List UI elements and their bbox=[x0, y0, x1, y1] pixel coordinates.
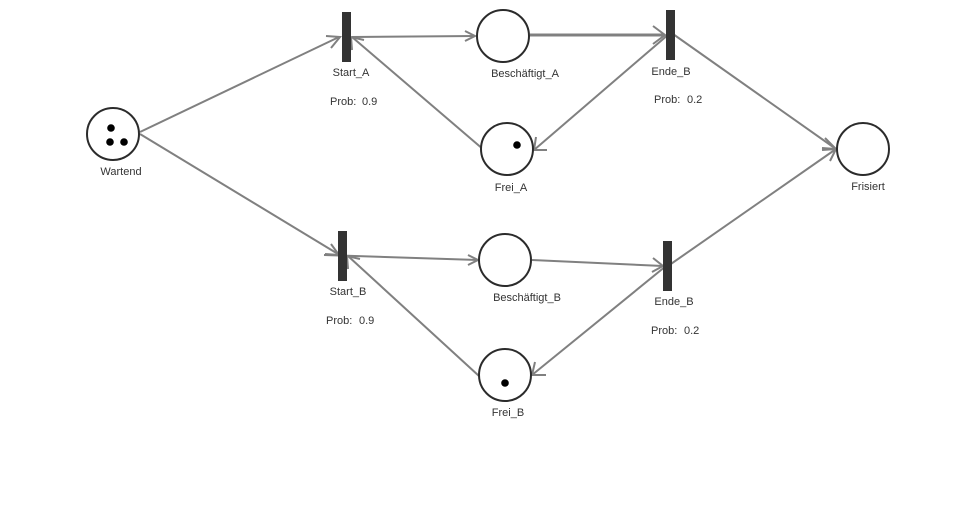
arc-wartend-start-b[interactable] bbox=[139, 133, 339, 255]
prob-label: Prob: bbox=[326, 315, 352, 327]
place-circle[interactable] bbox=[86, 107, 140, 161]
transition-label: Ende_B bbox=[651, 66, 690, 78]
arc-ende-a-frisiert[interactable] bbox=[672, 33, 837, 150]
place-label: Frei_A bbox=[495, 182, 528, 194]
transition-label: Ende_B bbox=[654, 296, 693, 308]
arc-ende-b-frisiert[interactable] bbox=[667, 148, 837, 267]
transition-start-b[interactable]: Start_B Prob: 0.9 bbox=[326, 231, 374, 327]
arrowhead-icon bbox=[652, 25, 667, 45]
arrowhead-icon bbox=[325, 35, 342, 49]
place-beschaeftigt-b[interactable]: Beschäftigt_B bbox=[478, 233, 561, 304]
transition-bar[interactable] bbox=[666, 10, 675, 60]
place-circle[interactable] bbox=[836, 122, 890, 176]
place-frei-a[interactable]: Frei_A bbox=[480, 122, 534, 194]
prob-label: Prob: bbox=[654, 94, 680, 106]
transition-bar[interactable] bbox=[663, 241, 672, 291]
transition-bar[interactable] bbox=[342, 12, 351, 62]
transition-start-a[interactable]: Start_A Prob: 0.9 bbox=[330, 12, 377, 108]
transition-ende-a[interactable]: Ende_B Prob: 0.2 bbox=[651, 10, 702, 106]
arcs bbox=[139, 25, 839, 377]
transition-label: Start_A bbox=[333, 67, 370, 79]
prob-value: 0.9 bbox=[359, 315, 374, 327]
token bbox=[501, 379, 509, 387]
place-label: Frisiert bbox=[851, 181, 885, 193]
token bbox=[513, 141, 521, 149]
place-label: Wartend bbox=[100, 166, 141, 178]
arc-start-a-beschaeftigt-a[interactable] bbox=[351, 35, 476, 38]
place-label: Beschäftigt_A bbox=[491, 68, 560, 80]
token bbox=[107, 124, 115, 132]
transition-label: Start_B bbox=[330, 286, 367, 298]
transition-ende-b[interactable]: Ende_B Prob: 0.2 bbox=[651, 241, 699, 337]
arc-ende-b-frei-b[interactable] bbox=[531, 265, 667, 376]
arc-wartend-start-a[interactable] bbox=[139, 36, 340, 133]
prob-value: 0.2 bbox=[684, 325, 699, 337]
place-frisiert[interactable]: Frisiert bbox=[836, 122, 890, 193]
prob-label: Prob: bbox=[651, 325, 677, 337]
place-label: Frei_B bbox=[492, 407, 524, 419]
place-beschaeftigt-a[interactable]: Beschäftigt_A bbox=[476, 9, 560, 80]
token bbox=[106, 138, 114, 146]
arc-beschaeftigt-b-ende-b[interactable] bbox=[531, 259, 664, 267]
place-frei-b[interactable]: Frei_B bbox=[478, 348, 532, 419]
place-label: Beschäftigt_B bbox=[493, 292, 561, 304]
arrowhead-icon bbox=[464, 30, 478, 42]
place-wartend[interactable]: Wartend bbox=[86, 107, 142, 178]
arc-frei-b-start-b[interactable] bbox=[347, 255, 480, 377]
prob-value: 0.2 bbox=[687, 94, 702, 106]
place-circle[interactable] bbox=[478, 233, 532, 287]
place-circle[interactable] bbox=[480, 122, 534, 176]
place-circle[interactable] bbox=[476, 9, 530, 63]
arrowhead-icon bbox=[532, 136, 547, 151]
transition-bar[interactable] bbox=[338, 231, 347, 281]
token bbox=[120, 138, 128, 146]
place-circle[interactable] bbox=[478, 348, 532, 402]
prob-value: 0.9 bbox=[362, 96, 377, 108]
arc-frei-a-start-a[interactable] bbox=[351, 36, 485, 151]
arc-ende-a-frei-a[interactable] bbox=[533, 33, 670, 151]
prob-label: Prob: bbox=[330, 96, 356, 108]
